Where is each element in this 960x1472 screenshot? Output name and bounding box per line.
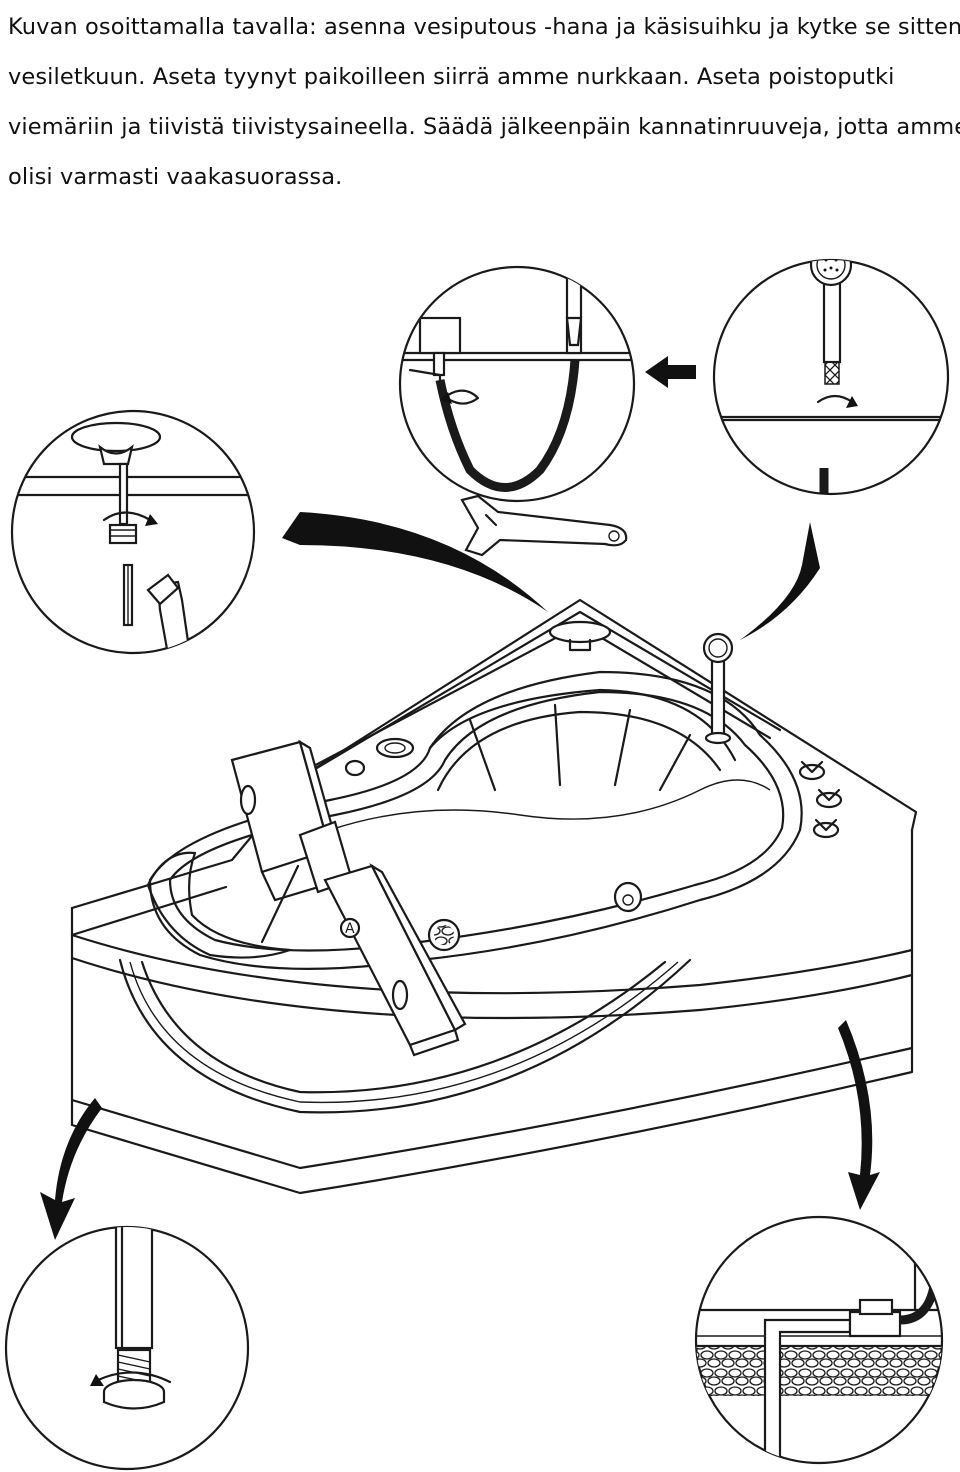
rotate-arrow-icon [90,1371,172,1386]
instruction-line-2: vesiletkuun. Aseta tyynyt paikoilleen si… [8,64,895,90]
rotate-arrow-icon [816,394,858,408]
label-a: A [345,921,355,937]
detail-faucet-hose [398,265,636,557]
hand-shower-icon [809,260,853,385]
drain-pipe-icon [696,1223,942,1463]
detail-drain-plug: C [10,409,256,687]
pointer-arrow-icon [740,522,820,640]
rotate-arrow-icon [102,511,158,526]
hand-shower-icon [702,632,734,745]
instruction-line-4: olisi varmasti vaakasuorassa. [8,164,343,190]
rotate-arrow-icon [440,389,480,405]
support-screw-icon [90,1227,172,1410]
pointer-arrow-icon [645,356,696,388]
instruction-line-3: viemäriin ja tiivistä tiivistysaineella.… [8,114,960,140]
detail-hand-shower [712,258,950,496]
pointer-arrow-icon [838,1020,880,1210]
wrench-icon [460,494,628,557]
detail-drain-pipe [694,1215,944,1465]
pointer-arrow-icon [282,512,548,612]
label-c: C [138,671,148,687]
drain-plug-icon [70,421,162,545]
wrench-icon [146,573,197,653]
detail-support-screw [4,1225,250,1471]
installation-instructions: Kuvan osoittamalla tavalla: asenna vesip… [8,2,960,202]
pointer-arrows [40,512,880,1240]
pointer-arrow-icon [40,1098,102,1240]
instruction-line-1: Kuvan osoittamalla tavalla: asenna vesip… [8,14,960,40]
waterfall-faucet-icon: A [230,739,467,1057]
bathtub-illustration: A [70,598,918,1195]
